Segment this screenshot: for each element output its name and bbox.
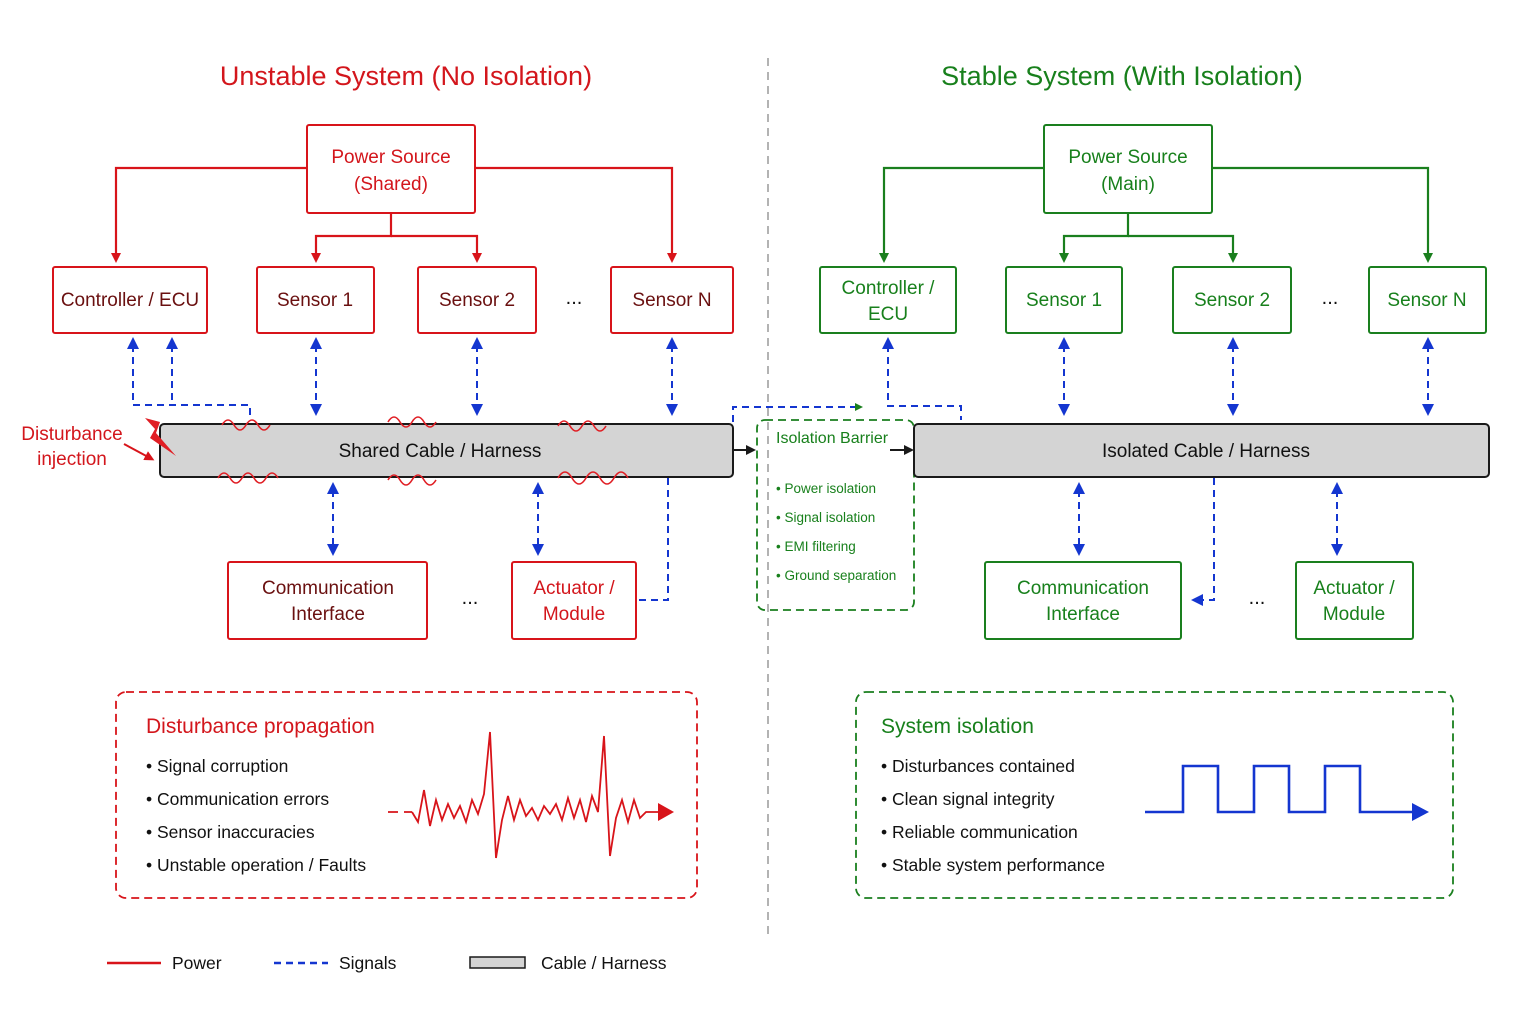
node-sublabel: ECU <box>868 304 908 325</box>
shared-cable-harness[interactable]: Shared Cable / Harness <box>159 423 734 478</box>
node-communication-interface-isolated[interactable]: Communication Interface <box>984 561 1182 640</box>
node-label: Controller / <box>842 278 936 299</box>
signal-lines-left-bottom <box>327 478 669 601</box>
cable-label: Shared Cable / Harness <box>339 441 542 462</box>
node-label: Actuator / <box>1313 578 1395 599</box>
node-sublabel: Interface <box>1046 604 1120 625</box>
node-sensor-1[interactable]: Sensor 1 <box>256 266 375 334</box>
bullet-item: • Signal corruption <box>146 756 288 776</box>
node-label: Controller / ECU <box>61 290 199 311</box>
disturbance-label: Disturbance <box>21 424 122 445</box>
power-lines-left <box>111 166 677 263</box>
signal-lines-right-top <box>882 337 1434 420</box>
node-sublabel: Module <box>1323 604 1385 625</box>
node-sublabel: Module <box>543 604 605 625</box>
panel-bullets: • Signal corruption • Communication erro… <box>146 756 366 875</box>
node-label: Communication <box>1017 578 1149 599</box>
signal-lines-left-top <box>127 337 678 420</box>
bullet-item: • Sensor inaccuracies <box>146 822 315 842</box>
power-source-main[interactable]: Power Source (Main) <box>1043 124 1213 214</box>
signal-lines-right-bottom <box>1073 478 1343 606</box>
power-source-sublabel: (Shared) <box>354 174 428 195</box>
node-controller-ecu-isolated[interactable]: Controller / ECU <box>819 266 957 334</box>
noisy-signal-waveform-icon <box>388 731 660 859</box>
legend-item-cable: Cable / Harness <box>469 953 667 973</box>
node-sensor-2[interactable]: Sensor 2 <box>417 266 537 334</box>
node-label: Communication <box>262 578 394 599</box>
panel-title: Disturbance propagation <box>146 715 375 738</box>
node-sensor-2-isolated[interactable]: Sensor 2 <box>1172 266 1292 334</box>
unstable-system-title: Unstable System (No Isolation) <box>220 61 592 91</box>
barrier-title: Isolation Barrier <box>776 430 889 447</box>
legend-item-power: Power <box>107 953 222 973</box>
legend-item-signals: Signals <box>274 953 397 973</box>
node-sensor-n[interactable]: Sensor N <box>610 266 734 334</box>
cable-swatch-icon <box>469 956 526 969</box>
bullet-item: • Clean signal integrity <box>881 789 1055 809</box>
node-actuator-module[interactable]: Actuator / Module <box>511 561 637 640</box>
node-label: Actuator / <box>533 578 615 599</box>
barrier-item: • EMI filtering <box>776 539 856 554</box>
ellipsis: ... <box>1322 287 1339 309</box>
node-communication-interface[interactable]: Communication Interface <box>227 561 428 640</box>
barrier-item: • Power isolation <box>776 481 876 496</box>
node-label: Sensor N <box>1387 290 1466 311</box>
isolation-barrier[interactable]: Isolation Barrier • Power isolation • Si… <box>732 403 915 611</box>
power-source-label: Power Source <box>331 147 450 168</box>
node-label: Sensor 1 <box>1026 290 1102 311</box>
clean-square-wave-icon <box>1145 764 1414 814</box>
cable-label: Isolated Cable / Harness <box>1102 441 1310 462</box>
disturbance-sublabel: injection <box>37 449 107 470</box>
legend-label: Cable / Harness <box>541 953 667 973</box>
legend-label: Power <box>172 953 222 973</box>
barrier-item: • Ground separation <box>776 568 896 583</box>
ellipsis: ... <box>1249 587 1266 609</box>
panel-title: System isolation <box>881 715 1034 738</box>
system-isolation-panel: System isolation • Disturbances containe… <box>855 691 1454 899</box>
node-sensor-1-isolated[interactable]: Sensor 1 <box>1005 266 1123 334</box>
power-lines-right <box>879 166 1433 263</box>
legend: Power Signals Cable / Harness <box>107 953 667 973</box>
noise-waves <box>217 416 629 486</box>
node-label: Sensor 1 <box>277 290 353 311</box>
node-sensor-n-isolated[interactable]: Sensor N <box>1368 266 1487 334</box>
node-label: Sensor 2 <box>1194 290 1270 311</box>
disturbance-propagation-panel: Disturbance propagation • Signal corrupt… <box>115 691 698 899</box>
power-source-label: Power Source <box>1068 147 1187 168</box>
disturbance-injection: Disturbance injection <box>21 418 176 470</box>
stable-system-title: Stable System (With Isolation) <box>941 61 1303 91</box>
barrier-item: • Signal isolation <box>776 510 875 525</box>
node-actuator-module-isolated[interactable]: Actuator / Module <box>1295 561 1414 640</box>
ellipsis: ... <box>566 287 583 309</box>
node-label: Sensor 2 <box>439 290 515 311</box>
bullet-item: • Reliable communication <box>881 822 1078 842</box>
bullet-item: • Disturbances contained <box>881 756 1075 776</box>
lightning-bolt-icon <box>145 418 176 456</box>
isolated-cable-harness[interactable]: Isolated Cable / Harness <box>913 423 1490 478</box>
bullet-item: • Communication errors <box>146 789 329 809</box>
power-source-shared[interactable]: Power Source (Shared) <box>306 124 476 214</box>
legend-label: Signals <box>339 953 397 973</box>
power-source-sublabel: (Main) <box>1101 174 1155 195</box>
bullet-item: • Stable system performance <box>881 855 1105 875</box>
ellipsis: ... <box>462 587 479 609</box>
node-controller-ecu[interactable]: Controller / ECU <box>52 266 208 334</box>
bullet-item: • Unstable operation / Faults <box>146 855 366 875</box>
node-label: Sensor N <box>632 290 711 311</box>
node-sublabel: Interface <box>291 604 365 625</box>
